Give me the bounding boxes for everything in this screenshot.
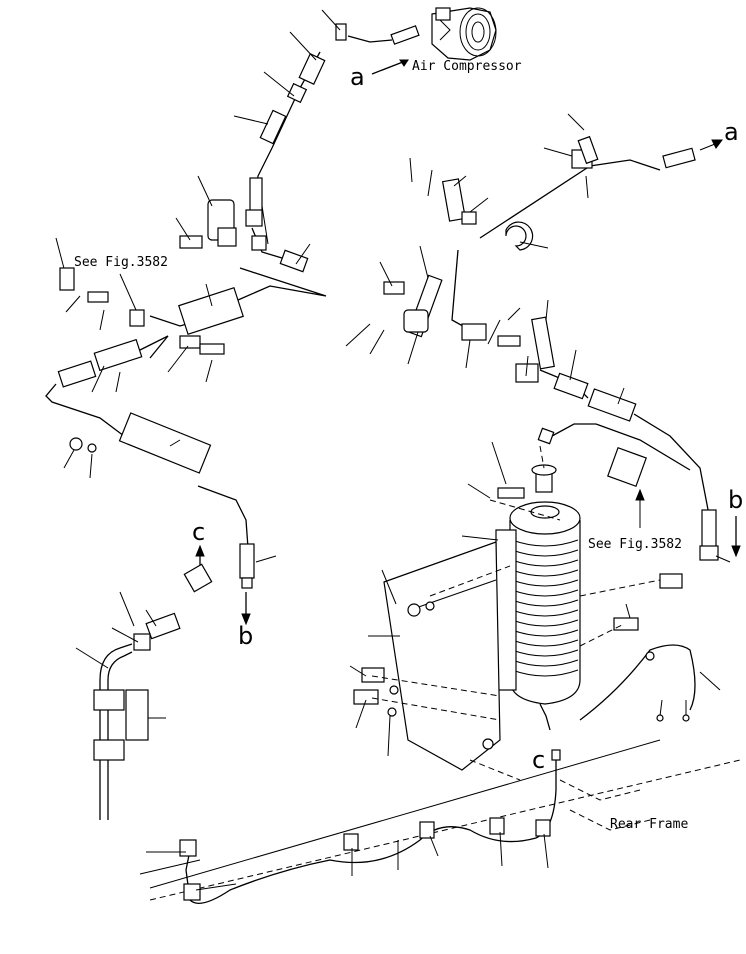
rear-frame-label: Rear Frame	[610, 817, 688, 832]
marker-c-left: c	[192, 518, 205, 546]
leader-lines-left-low	[75, 591, 166, 719]
left-air-line	[179, 23, 420, 301]
lower-hose	[179, 760, 557, 904]
leader-lines-right-upper	[345, 113, 731, 563]
see-fig-label-left: See Fig.3582	[74, 255, 168, 270]
dryer-coil-lines	[511, 539, 579, 677]
right-air-line	[383, 135, 723, 561]
marker-a-right: a	[724, 118, 739, 146]
marker-b-left: b	[238, 622, 253, 650]
marker-a-top: a	[350, 63, 365, 91]
leader-lines-upper-left	[175, 9, 341, 265]
sensor-wire	[579, 644, 696, 722]
rear-frame	[139, 739, 741, 901]
leader-lines-left-mid	[63, 283, 277, 563]
marker-c-bottom: c	[532, 746, 545, 774]
leader-lines-tank	[349, 441, 721, 757]
air-compressor-label: Air Compressor	[412, 59, 522, 74]
leader-lines-bottom	[146, 831, 549, 891]
left-lower-pipe	[93, 612, 181, 820]
air-dryer-assembly	[353, 423, 691, 781]
see-fig-label-right: See Fig.3582	[588, 537, 682, 552]
left-valve-assembly	[45, 267, 255, 589]
air-compressor	[431, 7, 497, 61]
marker-b-right: b	[728, 486, 743, 514]
